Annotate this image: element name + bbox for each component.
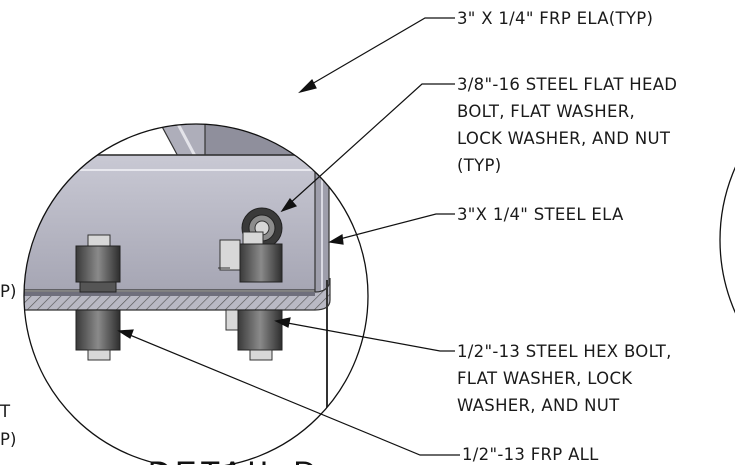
left-fragment-2: T	[0, 402, 11, 421]
callout-steel-angle: 3"X 1/4" STEEL ELA	[457, 201, 624, 228]
left-fragment-1: P)	[0, 282, 17, 301]
leader-lines	[117, 17, 460, 456]
left-fragment-3: P)	[0, 430, 17, 449]
callout-hex-bolt-line-3: WASHER, AND NUT	[457, 396, 620, 415]
callout-frp-all-thread-text: 1/2"-13 FRP ALL	[462, 445, 599, 464]
detail-circle	[23, 123, 369, 465]
flat-head-bolt-upper	[232, 55, 272, 95]
callout-flat-head-bolt-line-4: (TYP)	[457, 156, 502, 175]
adjacent-detail-circle	[719, 166, 735, 314]
callout-flat-head-bolt: 3/8"-16 STEEL FLAT HEAD BOLT, FLAT WASHE…	[457, 71, 677, 179]
callout-frp-angle-text: 3" X 1/4" FRP ELA(TYP)	[457, 9, 654, 28]
callout-flat-head-bolt-line-1: 3/8"-16 STEEL FLAT HEAD	[457, 75, 678, 94]
detail-title: DETAIL D	[148, 452, 320, 465]
callout-flat-head-bolt-line-2: BOLT, FLAT WASHER,	[457, 102, 636, 121]
callout-frp-all-thread: 1/2"-13 FRP ALL	[462, 441, 599, 468]
callout-frp-angle: 3" X 1/4" FRP ELA(TYP)	[457, 5, 653, 32]
callout-hex-bolt-line-1: 1/2"-13 STEEL HEX BOLT,	[457, 342, 672, 361]
hex-bolt-right	[219, 231, 283, 361]
callout-hex-bolt: 1/2"-13 STEEL HEX BOLT, FLAT WASHER, LOC…	[457, 338, 672, 419]
callout-hex-bolt-line-2: FLAT WASHER, LOCK	[457, 369, 633, 388]
frp-angle-plate	[204, 124, 326, 161]
callout-flat-head-bolt-line-3: LOCK WASHER, AND NUT	[457, 129, 671, 148]
callout-steel-angle-text: 3"X 1/4" STEEL ELA	[457, 205, 624, 224]
hex-bolt-left	[75, 234, 121, 361]
